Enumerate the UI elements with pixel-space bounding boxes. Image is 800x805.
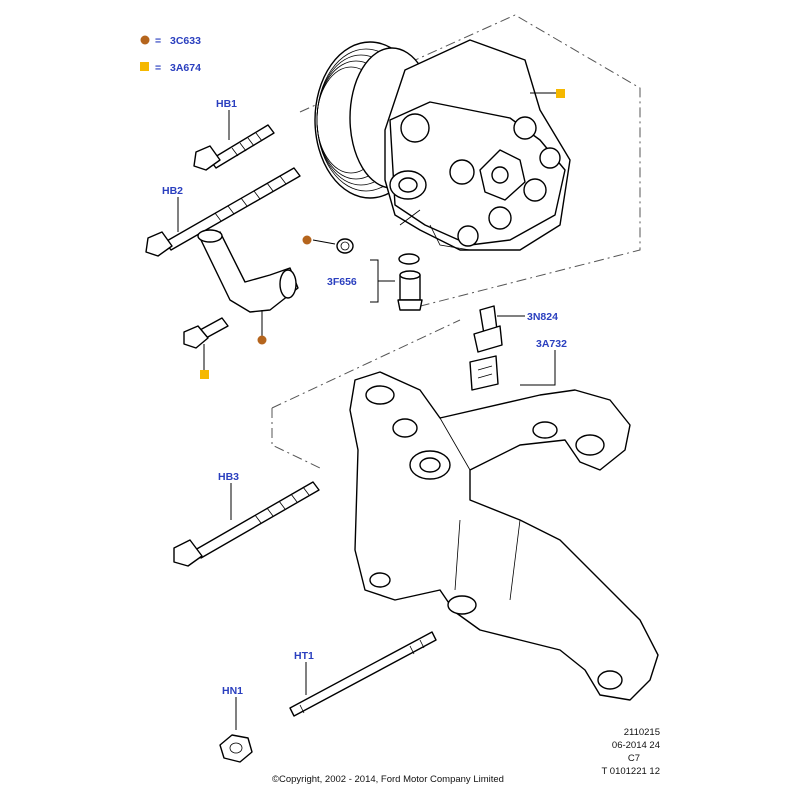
power-steering-pump xyxy=(384,39,571,251)
legend-code-3c633: 3C633 xyxy=(170,35,201,47)
brown-dot-icon xyxy=(302,235,312,245)
brown-dot-icon xyxy=(140,35,150,45)
callout-3n824[interactable]: 3N824 xyxy=(527,311,558,323)
reference-line-3: C7 xyxy=(628,753,640,764)
callout-3f656[interactable]: 3F656 xyxy=(327,276,357,288)
legend-eq-2: = xyxy=(155,62,161,74)
stud-ht1 xyxy=(289,631,437,717)
orange-square-icon xyxy=(200,370,209,379)
o-ring-left xyxy=(336,238,354,254)
bolt-hb2 xyxy=(145,167,301,257)
o-ring-left-inner xyxy=(340,241,350,251)
reference-line-4: T 0101221 12 xyxy=(602,766,660,777)
reference-line-2: 06-2014 24 xyxy=(612,740,660,751)
fitting-3f656 xyxy=(397,270,423,311)
copyright-text: ©Copyright, 2002 - 2014, Ford Motor Comp… xyxy=(272,774,504,785)
mounting-bracket-3a732 xyxy=(349,371,659,701)
bolt-hb3 xyxy=(173,481,320,567)
o-ring-3f656 xyxy=(398,253,420,265)
legend: = 3C633 = 3A674 xyxy=(140,35,201,74)
callout-hb1[interactable]: HB1 xyxy=(216,98,237,110)
outlet-pipe xyxy=(197,229,299,313)
callout-ht1[interactable]: HT1 xyxy=(294,650,314,662)
callout-hb2[interactable]: HB2 xyxy=(162,185,183,197)
pump-assembly-outline xyxy=(299,14,641,311)
orange-square-icon xyxy=(556,89,565,98)
reference-line-1: 2110215 xyxy=(624,727,660,738)
callout-hb3[interactable]: HB3 xyxy=(218,471,239,483)
reference-block: 2110215 06-2014 24 C7 T 0101221 12 xyxy=(602,727,660,777)
legend-eq-1: = xyxy=(155,35,161,47)
brown-dot-icon xyxy=(257,335,267,345)
callout-3a732[interactable]: 3A732 xyxy=(536,338,567,350)
bolt-pipe-bracket xyxy=(183,317,229,349)
leader-lines xyxy=(177,92,556,730)
bolt-hb1 xyxy=(193,124,275,171)
nut-hn1 xyxy=(219,734,253,763)
callout-hn1[interactable]: HN1 xyxy=(222,685,243,697)
pressure-switch-3n824 xyxy=(469,305,503,391)
legend-code-3a674: 3A674 xyxy=(170,62,201,74)
orange-square-icon xyxy=(140,62,149,71)
bracket-assembly-outline xyxy=(271,319,461,469)
